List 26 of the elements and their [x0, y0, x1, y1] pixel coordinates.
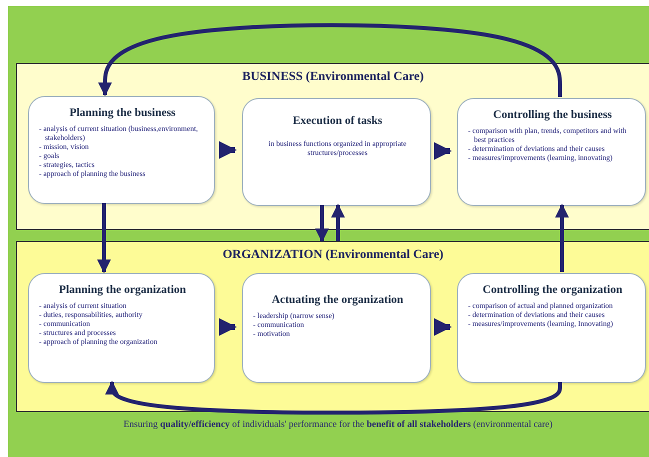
arrow: [218, 141, 237, 159]
panel-title: BUSINESS (Environmental Care): [241, 69, 425, 84]
process-box: [457, 273, 646, 383]
box-heading: Planning the business: [68, 107, 177, 119]
arrow: [555, 204, 569, 272]
panel: [16, 241, 649, 412]
arrow: [98, 23, 562, 97]
arrow: [434, 142, 452, 160]
process-box: [28, 273, 215, 383]
panel-title: ORGANIZATION (Environmental Care): [222, 247, 444, 262]
box-heading: Controlling the organization: [482, 284, 624, 296]
process-box: [242, 98, 431, 206]
arrow: [315, 205, 329, 242]
caption: Ensuring quality/efficiency of individuals' performance for the benefit of all stakeholders (environmental care): [122, 419, 554, 432]
arrow: [331, 204, 345, 241]
arrow: [218, 318, 237, 336]
box-heading: Planning the organization: [58, 284, 188, 296]
process-box: [242, 273, 431, 383]
process-box: [457, 98, 646, 206]
arrow: [97, 203, 111, 274]
panel: [16, 63, 649, 230]
box-heading: Actuating the organization: [270, 294, 404, 306]
process-box: [28, 96, 215, 204]
box-heading: Controlling the business: [492, 109, 613, 121]
box-heading: Execution of tasks: [292, 115, 384, 127]
arrow: [434, 318, 452, 336]
